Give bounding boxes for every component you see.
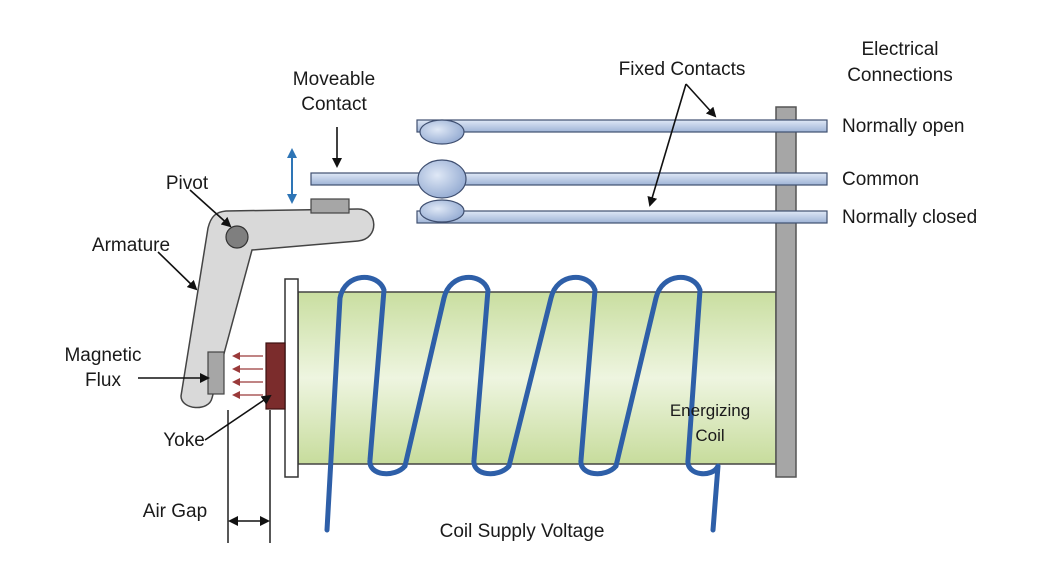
armature-label: Armature xyxy=(92,235,170,256)
normally-closed-label: Normally closed xyxy=(842,207,977,228)
energizing-coil-label-line2: Coil xyxy=(695,426,724,445)
air-gap-dimension xyxy=(227,410,271,543)
moveable-contact-label-line2: Contact xyxy=(301,94,367,115)
pivot-pin xyxy=(225,225,249,249)
moveable-contact-pad xyxy=(310,198,350,214)
common-label: Common xyxy=(842,169,919,190)
coil-winding xyxy=(324,274,721,533)
magnetic-flux-arrows xyxy=(232,352,263,399)
fixed-contacts-leader-2 xyxy=(647,83,687,207)
energizing-coil-label-line1: Energizing xyxy=(670,401,750,420)
normally-open-label: Normally open xyxy=(842,116,965,137)
air-gap-label: Air Gap xyxy=(143,501,207,522)
armature-leader xyxy=(157,251,198,291)
armature-plate xyxy=(207,351,225,395)
normally-open-blade xyxy=(416,119,828,133)
armature xyxy=(180,208,375,409)
magnetic-flux-label-line1: Magnetic xyxy=(64,345,141,366)
pivot-leader xyxy=(189,189,232,228)
yoke xyxy=(265,342,286,410)
normally-closed-blade xyxy=(416,210,828,224)
yoke-label: Yoke xyxy=(163,430,205,451)
yoke-leader xyxy=(204,394,272,441)
leader-arrows xyxy=(138,83,717,441)
fixed-contacts-leader-1 xyxy=(685,83,717,118)
moveable-contact-label-line1: Moveable xyxy=(293,69,375,90)
coil-supply-voltage-label: Coil Supply Voltage xyxy=(440,521,605,542)
nc-contact-point xyxy=(419,199,465,223)
fixed-contacts-label: Fixed Contacts xyxy=(619,59,746,80)
no-contact-point xyxy=(419,119,465,145)
common-contact-point xyxy=(417,159,467,199)
electrical-connections-label-line1: Electrical xyxy=(861,39,938,60)
terminal-support-bar xyxy=(775,106,797,478)
coil-flange xyxy=(284,278,299,478)
pivot-label: Pivot xyxy=(166,173,209,194)
common-blade xyxy=(310,172,828,186)
magnetic-flux-label-line2: Flux xyxy=(85,370,121,391)
electrical-connections-label-line2: Connections xyxy=(847,65,953,86)
